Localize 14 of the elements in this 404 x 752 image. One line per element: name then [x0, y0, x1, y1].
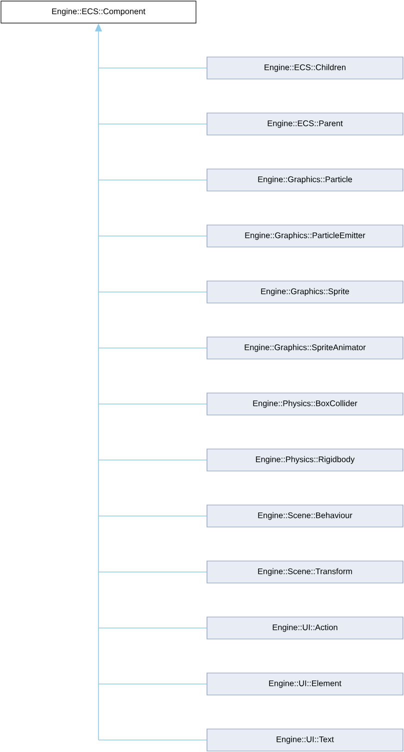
class-box: Engine::Graphics::Particle [206, 168, 404, 192]
class-box: Engine::UI::Action [206, 616, 404, 640]
class-box: Engine::Physics::Rigidbody [206, 448, 404, 472]
class-box: Engine::UI::Element [206, 672, 404, 696]
class-box: Engine::Graphics::ParticleEmitter [206, 224, 404, 248]
class-box: Engine::UI::Text [206, 728, 404, 752]
class-box: Engine::Scene::Behaviour [206, 504, 404, 528]
class-box: Engine::ECS::Children [206, 56, 404, 80]
base-class-box: Engine::ECS::Component [0, 0, 196, 24]
class-box: Engine::Scene::Transform [206, 560, 404, 584]
class-box: Engine::Physics::BoxCollider [206, 392, 404, 416]
class-box: Engine::ECS::Parent [206, 112, 404, 136]
class-box: Engine::Graphics::Sprite [206, 280, 404, 304]
class-box: Engine::Graphics::SpriteAnimator [206, 336, 404, 360]
